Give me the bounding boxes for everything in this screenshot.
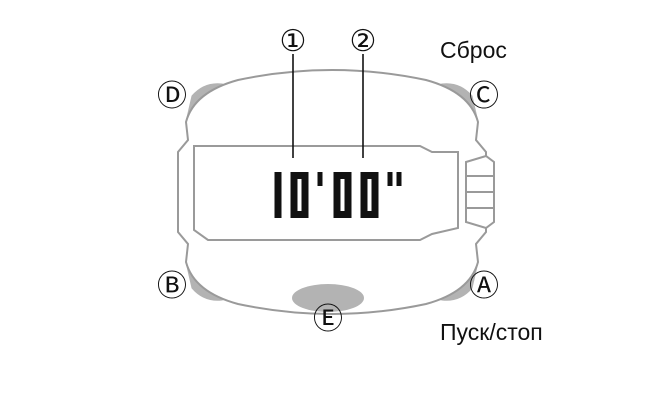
button-c-marker: Ⓒ — [469, 80, 499, 113]
button-e-marker: Ⓔ — [313, 303, 343, 336]
segment — [290, 172, 309, 179]
segment — [317, 172, 323, 186]
segment — [344, 195, 352, 218]
segment — [290, 195, 298, 218]
segment — [333, 195, 341, 218]
segment — [301, 195, 309, 218]
segment — [387, 172, 393, 186]
digit-glyph — [360, 172, 379, 218]
segment — [344, 172, 352, 195]
segment — [360, 211, 379, 218]
digit-glyph — [274, 172, 282, 218]
button-b-marker: Ⓑ — [157, 270, 187, 303]
segment — [360, 172, 379, 179]
segment — [371, 172, 379, 195]
crown — [465, 154, 495, 230]
start-stop-label: Пуск/стоп — [440, 319, 543, 345]
button-d-marker: Ⓓ — [157, 80, 187, 113]
segment — [360, 195, 368, 218]
button-e-shape[interactable] — [292, 284, 364, 312]
segment — [290, 172, 298, 195]
minute-mark — [317, 172, 323, 186]
callout-1-marker: ① — [280, 25, 307, 58]
digit-glyph — [333, 172, 352, 218]
segment — [333, 172, 341, 195]
timer-readout — [274, 172, 402, 218]
segment — [274, 172, 282, 218]
segment — [290, 211, 309, 218]
segment — [301, 172, 309, 195]
callout-2-marker: ② — [350, 25, 377, 58]
segment — [333, 172, 352, 179]
button-a-marker: Ⓐ — [469, 270, 499, 303]
segment — [396, 172, 402, 186]
segment — [371, 195, 379, 218]
reset-label: Сброс — [440, 37, 507, 63]
segment — [333, 211, 352, 218]
segment — [360, 172, 368, 195]
digit-glyph — [290, 172, 309, 218]
second-mark — [387, 172, 402, 186]
lcd-display — [193, 145, 459, 241]
